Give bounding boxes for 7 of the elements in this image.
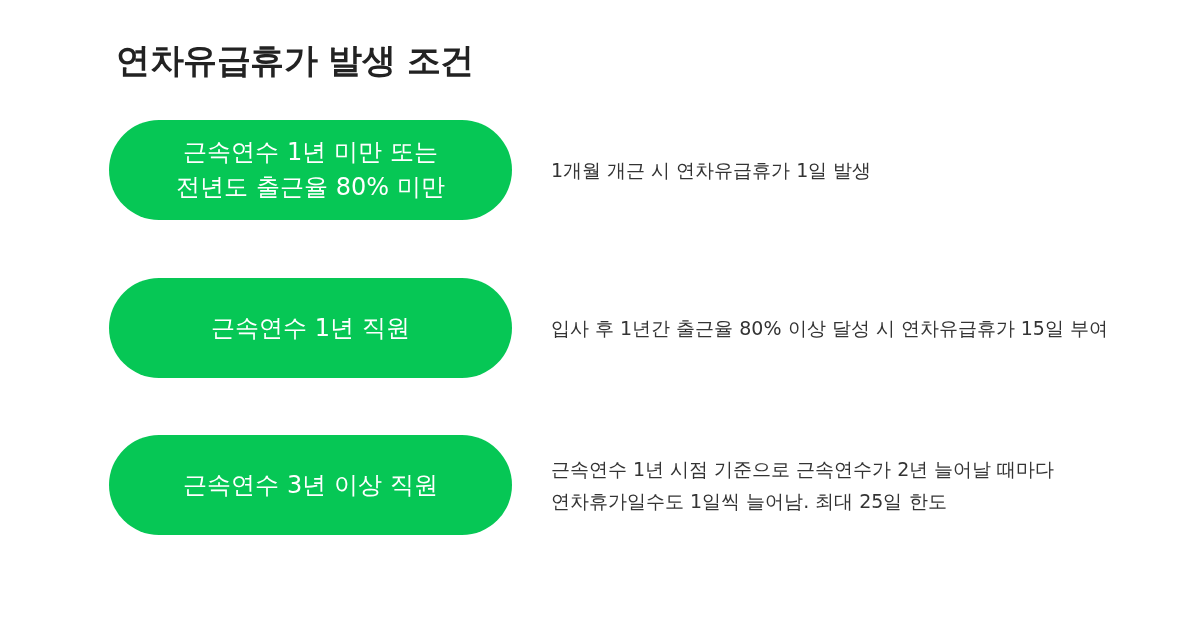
condition-label: 근속연수 1년 직원 — [211, 312, 410, 344]
description-text: 근속연수 1년 시점 기준으로 근속연수가 2년 늘어날 때마다 연차휴가일수도 1일씩 늘어남. 최대 25일 한도 — [551, 457, 1056, 514]
description-text: 1개월 개근 시 연차유급휴가 1일 발생 — [551, 158, 873, 183]
description-text: 입사 후 1년간 출근율 80% 이상 달성 시 연차유급휴가 15일 부여 — [551, 316, 1109, 341]
diagram-title: 연차유급휴가 발생 조건 — [116, 39, 474, 82]
condition-label: 근속연수 3년 이상 직원 — [183, 469, 438, 501]
condition-label: 근속연수 1년 미만 또는 전년도 출근율 80% 미만 — [175, 137, 446, 203]
